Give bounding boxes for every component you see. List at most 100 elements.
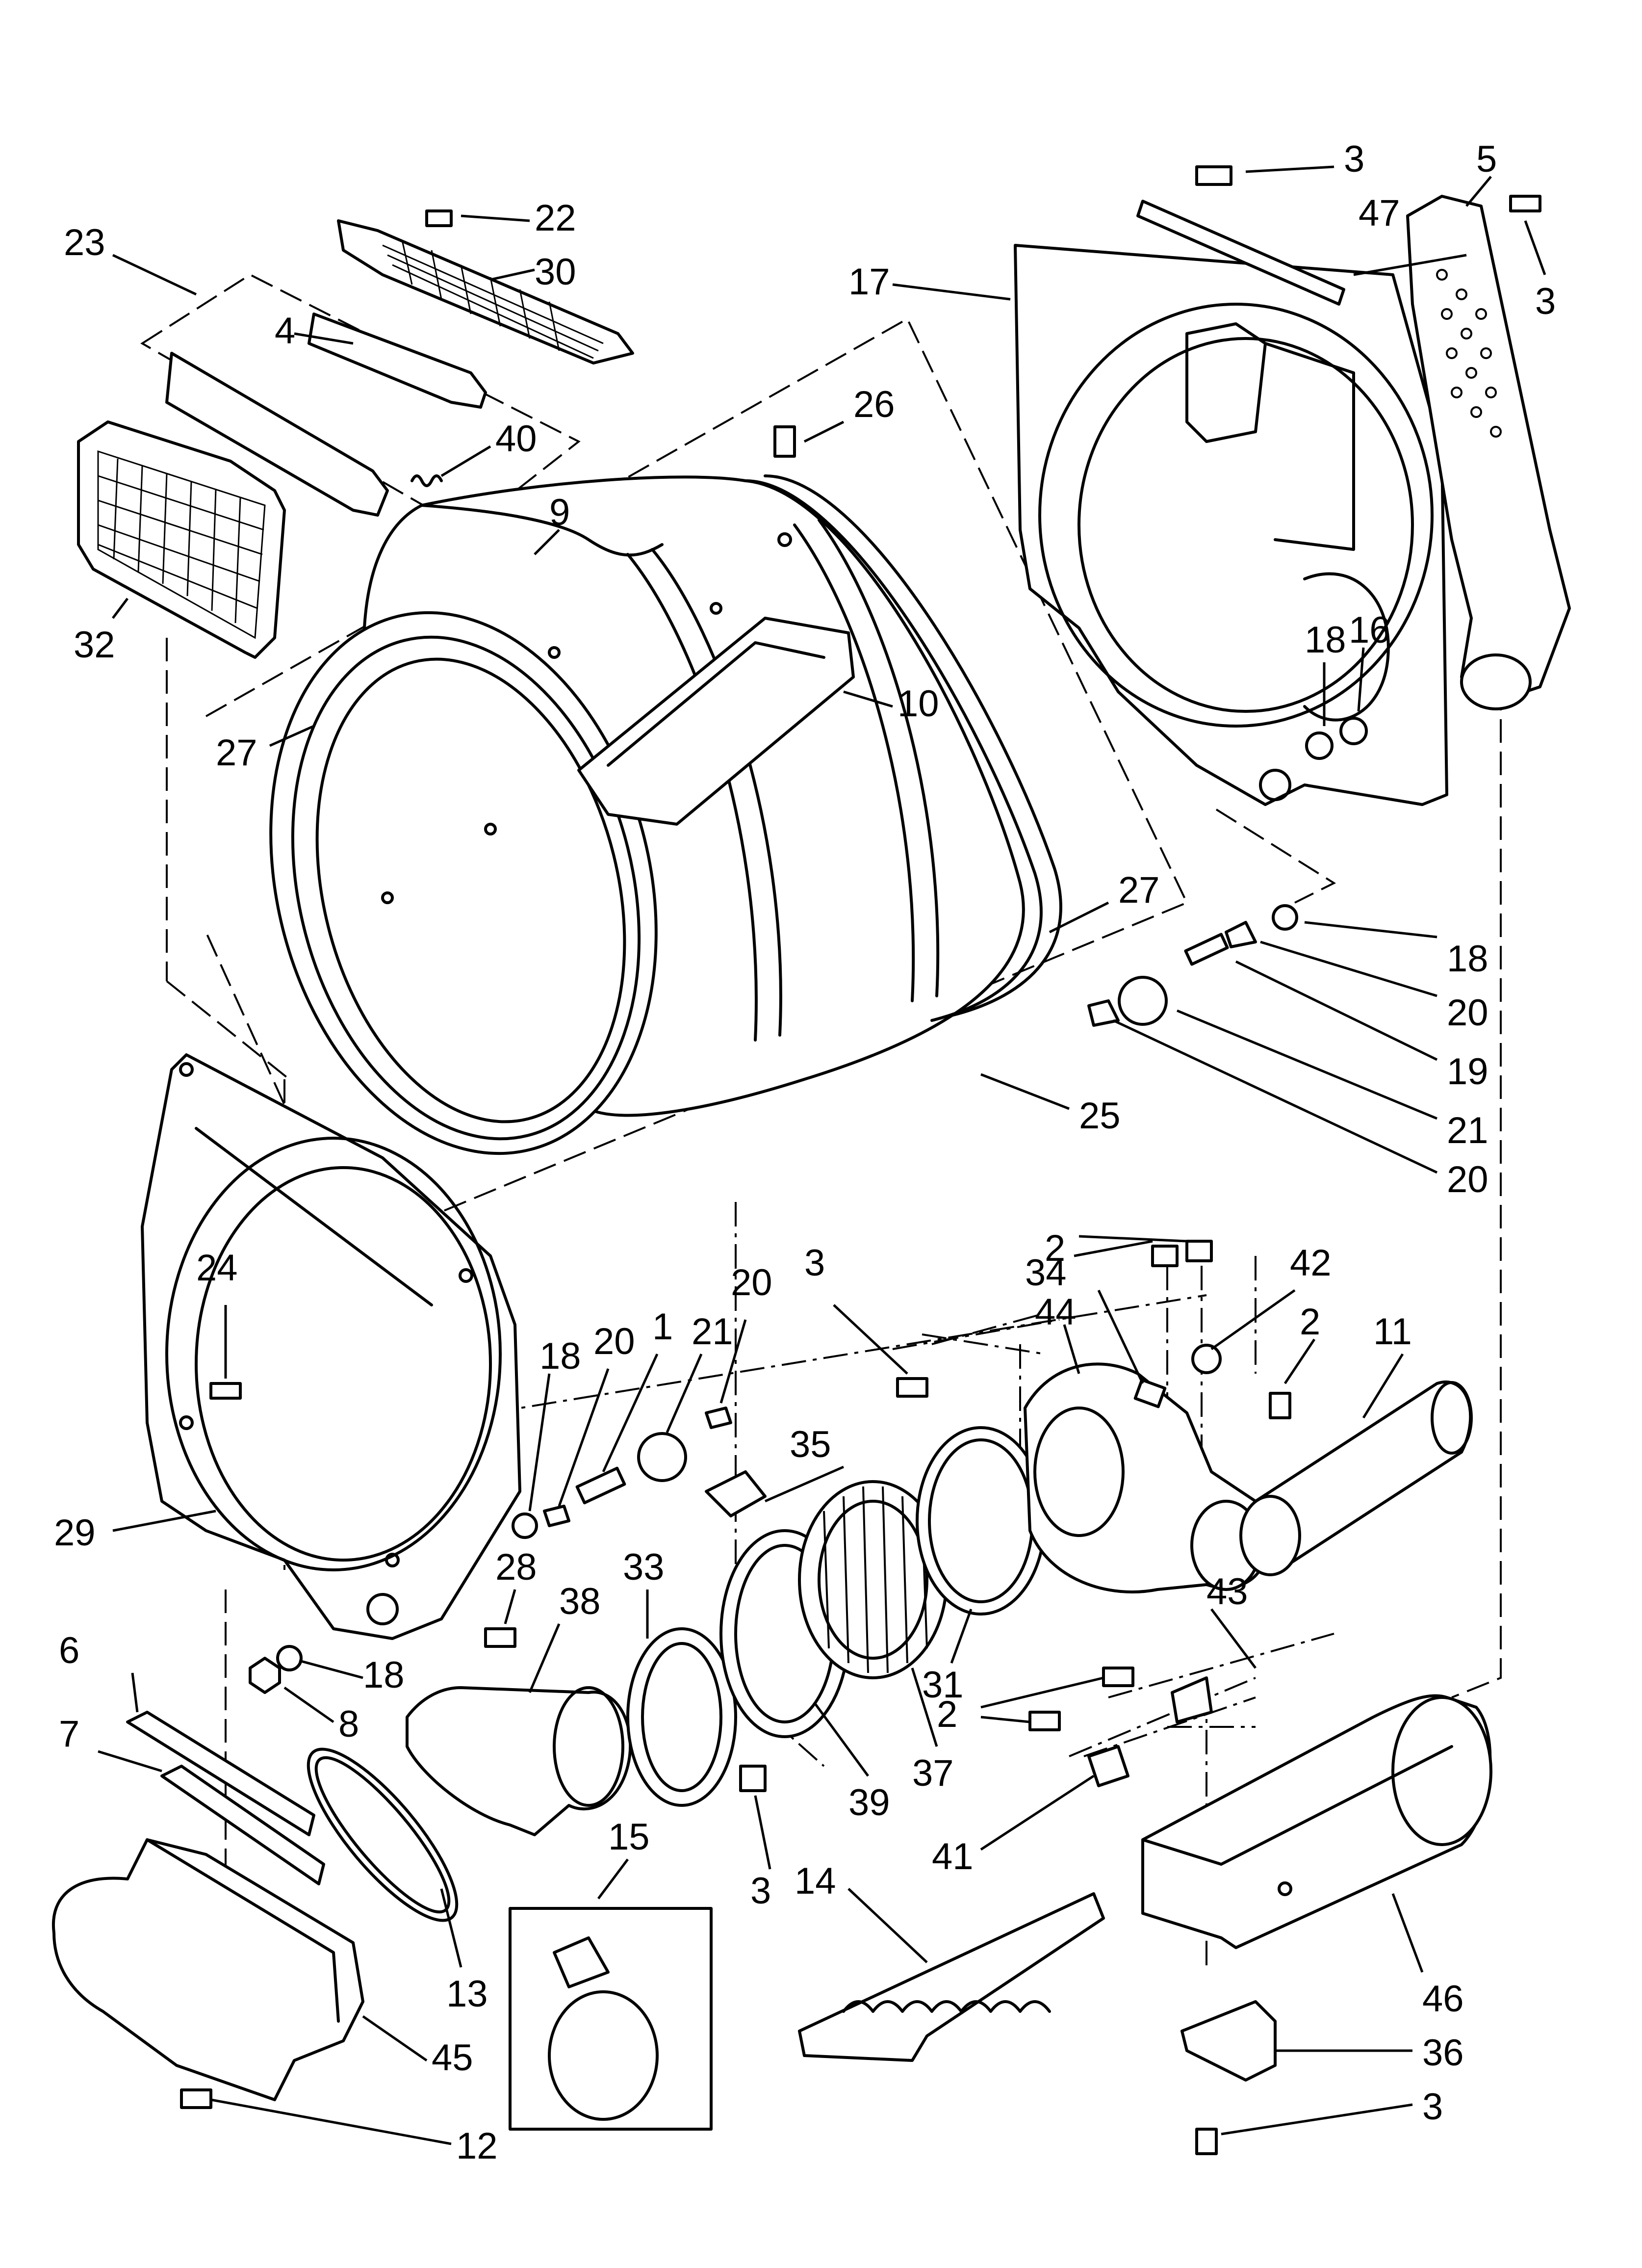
heater-element-14 <box>798 1892 1105 2062</box>
label-38: 38 <box>559 1581 601 1622</box>
leader-2c <box>1283 1338 1316 1384</box>
kit-fuse-icon <box>553 1936 610 1988</box>
label-20-shaft: 20 <box>593 1321 635 1362</box>
toe-panel-45 <box>51 1838 364 2101</box>
leader-18-front <box>299 1659 363 1679</box>
leader-32 <box>112 598 128 619</box>
label-33: 33 <box>623 1546 665 1588</box>
leader-38 <box>528 1623 561 1693</box>
exhaust-tube-11-end <box>1239 1495 1301 1576</box>
drum-baffle <box>577 617 855 826</box>
label-7: 7 <box>59 1713 79 1755</box>
leader-12 <box>210 2098 452 2145</box>
label-18-top: 18 <box>1305 619 1346 661</box>
label-1: 1 <box>652 1306 673 1348</box>
label-24: 24 <box>196 1247 238 1289</box>
leader-19 <box>1235 960 1438 1061</box>
label-37: 37 <box>912 1752 954 1794</box>
blower-housing-front <box>406 1686 632 1836</box>
leader-20-shaft <box>558 1368 610 1507</box>
label-19: 19 <box>1447 1051 1488 1093</box>
lower-parts-group <box>51 1627 1105 2131</box>
label-21-rear: 21 <box>1447 1110 1488 1151</box>
leader-40 <box>440 445 491 477</box>
label-3-blower: 3 <box>804 1242 825 1284</box>
leader-30 <box>490 268 535 281</box>
leader-14 <box>847 1888 928 1963</box>
lint-housing-top-piece <box>165 352 389 517</box>
blower-group <box>307 1240 1473 1922</box>
bearing-18-top-icon <box>1305 731 1334 760</box>
drum-front-opening <box>315 657 626 1123</box>
leader-5 <box>1465 176 1492 207</box>
label-34: 34 <box>1025 1252 1067 1294</box>
rear-bulkhead-vent-2 <box>1264 342 1355 551</box>
label-22: 22 <box>535 197 576 239</box>
front-hole-3 <box>179 1415 194 1430</box>
drum-top-hole <box>777 532 792 547</box>
screw-2a-icon <box>1151 1245 1179 1267</box>
leader-29 <box>112 1510 216 1532</box>
drum-hole-4 <box>710 602 722 615</box>
exhaust-guide-line <box>1451 687 1502 1698</box>
shaft-washer-18-icon <box>512 1512 538 1539</box>
screw-3-right-icon <box>1509 195 1541 212</box>
rear-shaft-19-icon <box>1184 933 1229 966</box>
thermostat-guide-line <box>1108 1633 1334 1698</box>
kit-wire-loop <box>548 1990 659 2121</box>
leader-20-rear-b <box>1112 1019 1438 1174</box>
rear-bulkhead-vent <box>1185 322 1267 443</box>
lint-grille-mesh <box>382 240 604 359</box>
label-3-lower: 3 <box>750 1870 771 1912</box>
heater-duct-group <box>1028 1667 1492 2155</box>
rear-bulkhead-opening <box>1038 303 1434 728</box>
leader-39 <box>813 1701 870 1777</box>
leader-2-lower <box>980 1716 1030 1723</box>
front-washer-18-icon <box>276 1645 303 1671</box>
shaft-clip-20-icon <box>543 1505 570 1527</box>
label-18-shaft: 18 <box>539 1335 581 1377</box>
label-2a: 2 <box>1045 1227 1065 1269</box>
label-2c: 2 <box>1300 1301 1320 1343</box>
screw-12-icon <box>180 2088 212 2109</box>
front-shaft-parts <box>512 1407 732 1539</box>
label-3-bottom: 3 <box>1422 2086 1443 2128</box>
screw-26-icon <box>773 425 796 458</box>
leader-16 <box>1357 647 1365 712</box>
screw-3-bottom-icon <box>1195 2128 1218 2155</box>
drum-group <box>269 425 1062 1155</box>
toe-panel-ridge <box>146 1838 340 2023</box>
blower-housing-rear-port <box>1033 1407 1125 1537</box>
leader-8 <box>283 1686 334 1723</box>
drum-hole-3 <box>381 891 394 904</box>
rear-bearing-21-icon <box>1118 976 1168 1026</box>
label-44: 44 <box>1035 1291 1077 1333</box>
screw-2-upper-icon <box>1102 1667 1134 1687</box>
leader-44 <box>1063 1324 1080 1374</box>
rear-bulkhead-outline <box>1215 808 1336 904</box>
leader-2-upper <box>980 1676 1104 1709</box>
drive-belt-13 <box>307 1747 459 1922</box>
lint-screen-mesh <box>97 450 266 639</box>
label-20-shaft-b: 20 <box>731 1262 772 1303</box>
rear-bulkhead-lower-boss <box>1259 769 1291 801</box>
leader-3-bottom <box>1221 2103 1413 2136</box>
rear-clip-20b-icon <box>1087 999 1120 1027</box>
leader-2a <box>1074 1240 1153 1257</box>
leader-45 <box>362 2015 428 2062</box>
lint-duct-piece <box>308 313 487 409</box>
leader-31 <box>950 1609 973 1664</box>
leader-2b <box>1078 1235 1187 1243</box>
blower-seal-33 <box>626 1627 737 1807</box>
leader-9 <box>534 529 560 555</box>
nut-16-icon <box>1339 717 1368 745</box>
label-5: 5 <box>1476 138 1497 180</box>
label-4: 4 <box>275 310 295 352</box>
screw-2c-icon <box>1269 1392 1291 1419</box>
leader-37 <box>911 1668 938 1747</box>
label-8: 8 <box>338 1703 359 1745</box>
rear-bulkhead-group <box>1014 165 1571 806</box>
screw-22-icon <box>425 209 453 227</box>
drum-baffle-ridge <box>607 641 825 767</box>
clip-42-icon <box>1191 1344 1222 1374</box>
